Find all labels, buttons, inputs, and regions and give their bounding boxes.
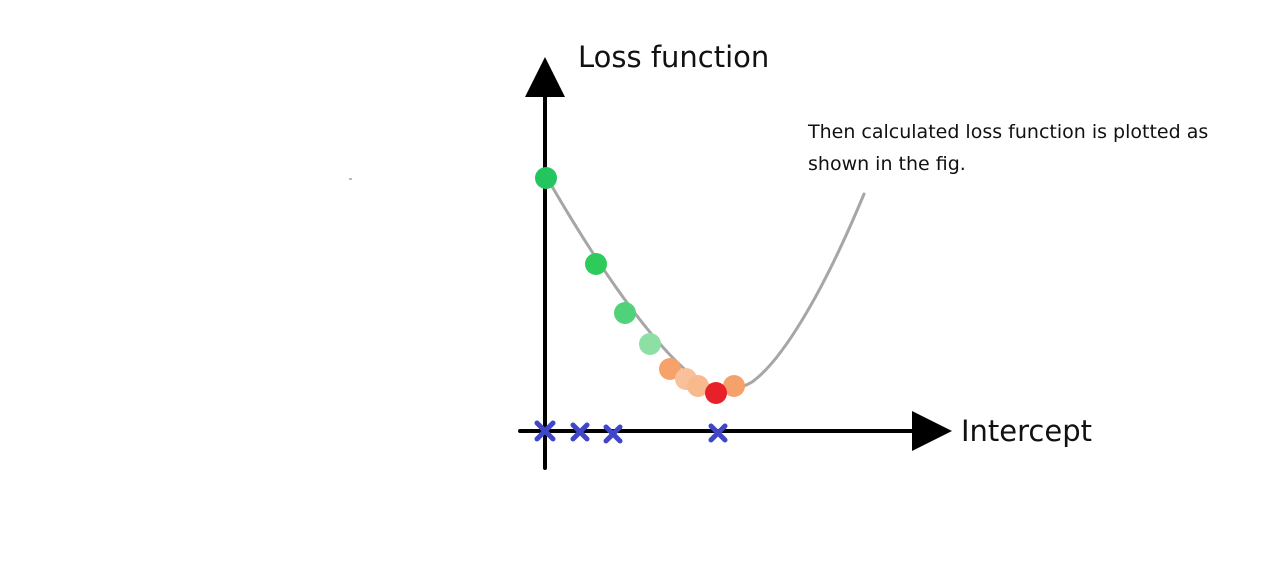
- step-point-4: [639, 333, 661, 355]
- intercept-mark-4: [708, 423, 728, 443]
- x-axis-label: Intercept: [961, 414, 1092, 448]
- step-point-2: [585, 253, 607, 275]
- intercept-mark-3: [603, 424, 623, 444]
- step-point-1: [535, 167, 557, 189]
- annotation-text: Then calculated loss function is plotted…: [808, 116, 1208, 180]
- step-point-5: [659, 358, 681, 380]
- step-point-3: [614, 302, 636, 324]
- y-axis-label: Loss function: [578, 40, 770, 74]
- minimum-point: [705, 382, 727, 404]
- loss-curve: [544, 174, 866, 391]
- intercept-mark-2: [570, 422, 590, 442]
- annotation-line-2: shown in the fig.: [808, 153, 966, 175]
- step-point-7: [687, 375, 709, 397]
- step-point-8: [723, 375, 745, 397]
- annotation-line-1: Then calculated loss function is plotted…: [808, 121, 1209, 143]
- intercept-mark-1: [534, 420, 556, 442]
